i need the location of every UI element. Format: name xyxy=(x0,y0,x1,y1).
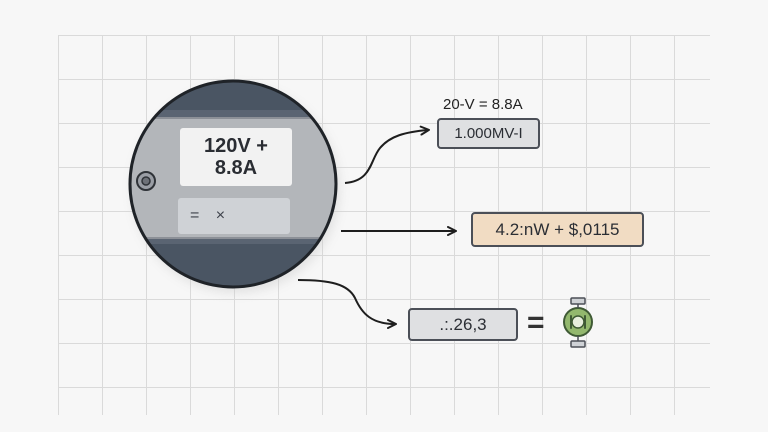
power-plug-icon xyxy=(563,297,593,348)
arrow-icon xyxy=(344,125,430,184)
bottom-reading-box: .:.26,3 xyxy=(408,308,518,341)
top-reading-box: 1.000MV-I xyxy=(437,118,540,149)
equals-sign: = xyxy=(527,306,545,339)
arrow-icon xyxy=(297,279,397,329)
top-label: 20-V = 8.8A xyxy=(443,96,523,113)
display-current: 8.8A xyxy=(214,157,258,179)
display-voltage: 120V + xyxy=(204,135,268,157)
screw-icon xyxy=(136,171,156,191)
bottom-reading-text: .:.26,3 xyxy=(439,314,487,334)
meter-controls: = × xyxy=(178,198,290,234)
middle-reading-box: 4.2:nW + $,0115 xyxy=(471,212,644,247)
middle-reading-text: 4.2:nW + $,0115 xyxy=(495,219,620,239)
meter-outline xyxy=(128,79,338,289)
controls-text: = × xyxy=(190,207,232,224)
meter-display: 120V + 8.8A xyxy=(180,128,292,186)
top-reading-text: 1.000MV-I xyxy=(454,125,523,142)
